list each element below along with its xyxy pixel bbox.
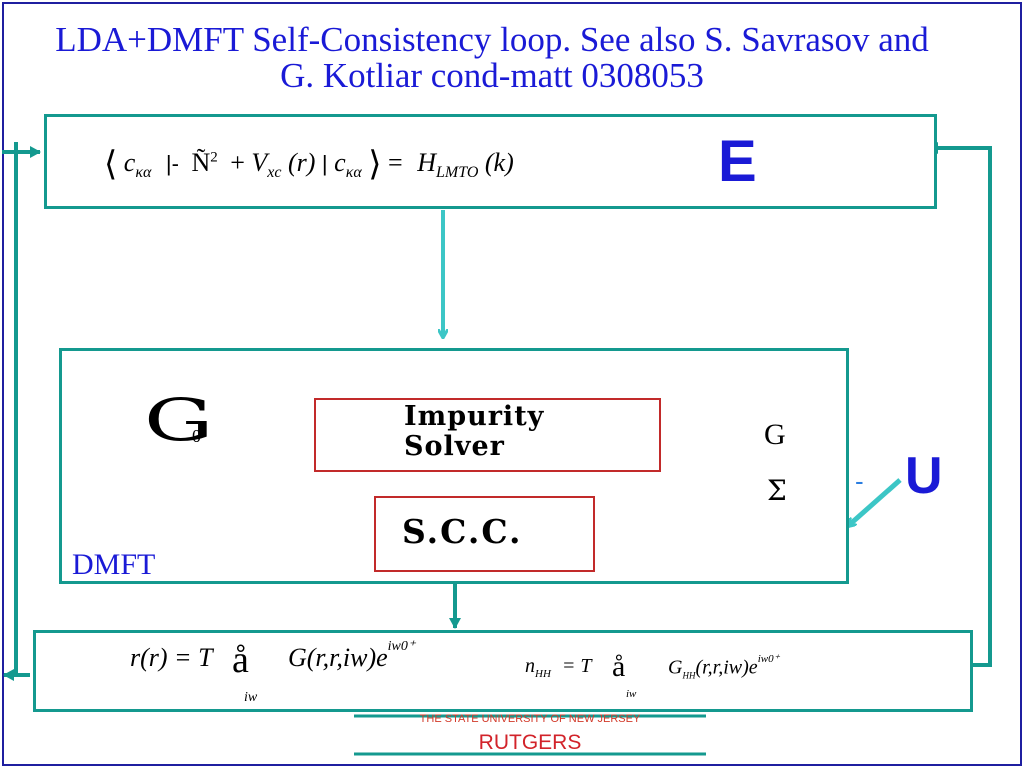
dmft-label: DMFT: [72, 548, 156, 581]
lda-hamiltonian-box: [44, 114, 937, 209]
impurity-solver-box: [314, 398, 661, 472]
g-symbol: G: [764, 418, 786, 451]
nhh-eq: = T: [561, 655, 592, 677]
solver-line: Solver: [404, 431, 505, 462]
rho-sum: å: [232, 639, 249, 681]
eq-paren-k: (k): [484, 148, 514, 177]
nhh-n: n: [525, 655, 535, 677]
nhh-g: G: [668, 656, 683, 679]
nhh-exp: iw0⁺: [757, 653, 780, 665]
impurity-line: Impurity: [404, 401, 545, 432]
rho-exp: iw0⁺: [387, 639, 416, 655]
eq-equals: =: [388, 148, 403, 177]
footer-rutgers: RUTGERS: [478, 731, 582, 754]
slide-title: LDA+DMFT Self-Consistency loop. See also…: [55, 20, 929, 95]
rho-green: G(r,r,iw)e: [288, 643, 388, 672]
nhh-sum-sub: iw: [626, 688, 637, 700]
rho-lhs: r(r) = T: [130, 643, 213, 672]
eq-plus: +: [230, 148, 245, 177]
eq-sub1: κα: [135, 164, 152, 182]
rho-equation: r(r) = T: [130, 643, 213, 673]
eq-sub2: κα: [345, 164, 362, 182]
eq-h: H: [417, 148, 436, 177]
nhh-equation: nHH = T: [525, 655, 592, 680]
u-label: U: [905, 447, 943, 505]
rho-sum-sub: iw: [244, 690, 258, 705]
eq-c1: c: [123, 148, 136, 177]
energy-label: E: [718, 129, 757, 194]
eq-bar1: |-: [165, 151, 179, 176]
rho-rhs: G(r,r,iw)eiw0⁺: [288, 639, 415, 673]
nhh-rhs: GHH(r,r,iw)eiw0⁺: [668, 653, 780, 681]
eq-bar2: |: [321, 151, 328, 176]
nhh-sub: HH: [535, 668, 551, 680]
eq-paren-r: (r): [287, 148, 316, 177]
eq-sublmto: LMTO: [435, 164, 479, 182]
u-dash: -: [855, 466, 864, 496]
g0-symbol: G: [144, 386, 214, 454]
nhh-gsub: HH: [682, 670, 696, 681]
eq-ket: ⟩: [368, 146, 382, 183]
eq-nabla: Ñ: [191, 148, 211, 177]
nhh-green: (r,r,iw)e: [695, 656, 758, 679]
scc-label: S.C.C.: [402, 512, 523, 551]
arrow-u-to-dmft: [848, 478, 902, 526]
sigma-symbol: Σ: [767, 474, 787, 507]
impurity-solver-label: Impurity Solver: [404, 402, 544, 462]
eq-c2: c: [334, 148, 346, 177]
lda-equation: ⟨ cκα |- Ñ2 + Vxc (r) | cκα ⟩ = HLMTO (k…: [104, 140, 514, 183]
loop-right: [927, 142, 992, 667]
nhh-sum: å: [612, 650, 626, 683]
eq-bra: ⟨: [104, 146, 118, 183]
g0-subscript: 0: [192, 426, 201, 446]
density-box: [33, 630, 973, 712]
scc-box: [374, 496, 595, 572]
eq-subxc: xc: [267, 164, 282, 182]
eq-v: V: [251, 148, 268, 177]
footer-university: THE STATE UNIVERSITY OF NEW JERSEY: [419, 713, 641, 725]
eq-sup2: 2: [210, 149, 218, 166]
